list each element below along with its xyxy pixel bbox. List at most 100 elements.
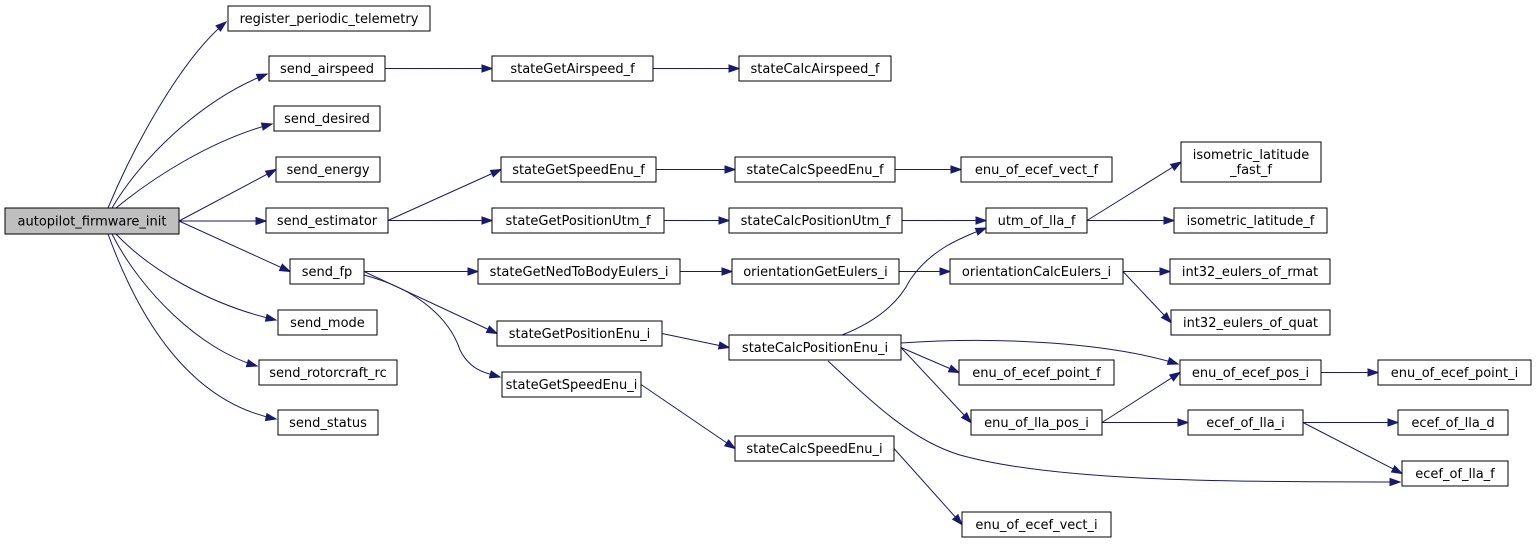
node-isometric_latitude_fast_f[interactable]: isometric_latitude_fast_f <box>1180 141 1322 183</box>
node-label: orientationGetEulers_i <box>743 265 888 280</box>
node-label: send_status <box>289 416 367 431</box>
node-box <box>1180 141 1322 183</box>
node-ecef_of_lla_d[interactable]: ecef_of_lla_d <box>1397 409 1509 436</box>
node-box <box>265 207 389 234</box>
node-stateCalcSpeedEnu_f[interactable]: stateCalcSpeedEnu_f <box>734 156 896 183</box>
node-int32_eulers_of_rmat[interactable]: int32_eulers_of_rmat <box>1169 258 1331 285</box>
node-send_status[interactable]: send_status <box>277 409 379 436</box>
node-box <box>4 207 180 235</box>
node-label: autopilot_firmware_init <box>18 215 167 230</box>
node-label: send_desired <box>284 112 370 127</box>
node-box <box>1173 207 1328 234</box>
edge-stateGetAirspeed_f-to-stateCalcAirspeed_f <box>653 64 741 73</box>
node-box <box>1401 460 1509 487</box>
node-stateCalcPositionUtm_f[interactable]: stateCalcPositionUtm_f <box>728 207 903 234</box>
node-stateCalcPositionEnu_i[interactable]: stateCalcPositionEnu_i <box>728 334 902 361</box>
edge-stateGetSpeedEnu_f-to-stateCalcSpeedEnu_f <box>656 165 737 174</box>
node-ecef_of_lla_i[interactable]: ecef_of_lla_i <box>1187 409 1304 436</box>
edge-utm_of_lla_f-to-isometric_latitude_fast_f <box>1086 161 1183 221</box>
node-box <box>277 309 378 336</box>
node-box <box>728 207 903 234</box>
node-enu_of_ecef_pos_i[interactable]: enu_of_ecef_pos_i <box>1179 359 1322 386</box>
node-box <box>728 334 902 361</box>
node-stateGetSpeedEnu_i[interactable]: stateGetSpeedEnu_i <box>501 371 642 398</box>
node-label: ecef_of_lla_f <box>1415 467 1495 482</box>
node-label: int32_eulers_of_quat <box>1183 316 1318 331</box>
node-box <box>268 55 386 82</box>
edge-stateGetNedToBodyEulers_i-to-orientationGetEulers_i <box>680 267 734 276</box>
node-label: enu_of_ecef_point_i <box>1391 366 1519 381</box>
node-stateGetNedToBodyEulers_i[interactable]: stateGetNedToBodyEulers_i <box>477 258 681 285</box>
node-enu_of_ecef_point_f[interactable]: enu_of_ecef_point_f <box>958 359 1115 386</box>
node-int32_eulers_of_quat[interactable]: int32_eulers_of_quat <box>1170 309 1331 336</box>
node-box <box>491 207 665 234</box>
node-box <box>731 258 900 285</box>
node-register_periodic_telemetry[interactable]: register_periodic_telemetry <box>227 5 431 32</box>
node-orientationGetEulers_i[interactable]: orientationGetEulers_i <box>731 258 900 285</box>
node-label: send_estimator <box>277 214 378 229</box>
node-label: isometric_latitude <box>1193 148 1310 163</box>
node-box <box>961 511 1112 538</box>
node-send_estimator[interactable]: send_estimator <box>265 207 389 234</box>
node-enu_of_ecef_vect_f[interactable]: enu_of_ecef_vect_f <box>960 156 1113 183</box>
edge-ecef_of_lla_i-to-ecef_of_lla_f <box>1302 422 1404 475</box>
node-box <box>738 55 892 82</box>
node-stateCalcAirspeed_f[interactable]: stateCalcAirspeed_f <box>738 55 892 82</box>
node-label: utm_of_lla_f <box>998 214 1076 229</box>
edge-autopilot_firmware_init-to-send_mode <box>115 233 278 322</box>
node-box <box>277 409 379 436</box>
node-stateGetAirspeed_f[interactable]: stateGetAirspeed_f <box>491 55 654 82</box>
node-enu_of_ecef_vect_i[interactable]: enu_of_ecef_vect_i <box>961 511 1112 538</box>
node-utm_of_lla_f[interactable]: utm_of_lla_f <box>985 207 1088 234</box>
edge-enu_of_lla_pos_i-to-ecef_of_lla_i <box>1102 418 1190 427</box>
node-label: enu_of_ecef_point_f <box>972 366 1101 381</box>
edge-utm_of_lla_f-to-isometric_latitude_f <box>1087 216 1176 225</box>
edge-autopilot_firmware_init-to-send_desired <box>115 122 274 209</box>
node-enu_of_lla_pos_i[interactable]: enu_of_lla_pos_i <box>970 409 1103 436</box>
node-enu_of_ecef_point_i[interactable]: enu_of_ecef_point_i <box>1377 359 1532 386</box>
node-send_energy[interactable]: send_energy <box>275 156 381 183</box>
node-box <box>970 409 1103 436</box>
edge-stateGetPositionEnu_i-to-stateCalcPositionEnu_i <box>661 333 731 350</box>
edge-stateCalcPositionEnu_i-to-enu_of_ecef_pos_i <box>900 339 1180 365</box>
node-box <box>500 156 657 183</box>
edge-stateCalcSpeedEnu_i-to-enu_of_ecef_vect_i <box>893 448 964 526</box>
edges-layer <box>107 21 1404 526</box>
node-label: stateGetNedToBodyEulers_i <box>490 265 669 280</box>
edge-orientationGetEulers_i-to-orientationCalcEulers_i <box>899 267 952 276</box>
edge-autopilot_firmware_init-to-send_airspeed <box>111 73 269 209</box>
node-stateCalcSpeedEnu_i[interactable]: stateCalcSpeedEnu_i <box>734 435 895 462</box>
node-stateGetPositionUtm_f[interactable]: stateGetPositionUtm_f <box>491 207 665 234</box>
node-send_rotorcraft_rc[interactable]: send_rotorcraft_rc <box>258 359 398 386</box>
node-box <box>275 156 381 183</box>
node-box <box>1187 409 1304 436</box>
node-stateGetPositionEnu_i[interactable]: stateGetPositionEnu_i <box>496 320 663 347</box>
edge-autopilot_firmware_init-to-send_energy <box>178 168 278 222</box>
node-box <box>734 156 896 183</box>
edge-autopilot_firmware_init-to-send_rotorcraft_rc <box>111 233 259 368</box>
node-label: enu_of_lla_pos_i <box>984 416 1089 431</box>
node-box <box>258 359 398 386</box>
node-box <box>1170 309 1331 336</box>
node-ecef_of_lla_f[interactable]: ecef_of_lla_f <box>1401 460 1509 487</box>
node-label: stateCalcSpeedEnu_i <box>746 442 882 457</box>
node-send_fp[interactable]: send_fp <box>289 258 365 285</box>
node-stateGetSpeedEnu_f[interactable]: stateGetSpeedEnu_f <box>500 156 657 183</box>
node-label: stateCalcSpeedEnu_f <box>746 163 884 178</box>
node-send_mode[interactable]: send_mode <box>277 309 378 336</box>
node-label: stateCalcAirspeed_f <box>751 62 880 77</box>
node-label: isometric_latitude_f <box>1187 214 1315 229</box>
node-send_desired[interactable]: send_desired <box>273 105 381 132</box>
node-orientationCalcEulers_i[interactable]: orientationCalcEulers_i <box>949 258 1124 285</box>
edge-stateCalcPositionEnu_i-to-ecef_of_lla_f <box>827 360 1402 487</box>
node-label: send_airspeed <box>280 62 374 77</box>
edge-autopilot_firmware_init-to-send_status <box>107 233 278 422</box>
node-box <box>496 320 663 347</box>
node-isometric_latitude_f[interactable]: isometric_latitude_f <box>1173 207 1328 234</box>
node-label: register_periodic_telemetry <box>240 12 419 27</box>
node-send_airspeed[interactable]: send_airspeed <box>268 55 386 82</box>
node-box <box>1179 359 1322 386</box>
node-autopilot_firmware_init[interactable]: autopilot_firmware_init <box>4 207 180 235</box>
edge-stateGetPositionUtm_f-to-stateCalcPositionUtm_f <box>664 216 731 225</box>
node-box <box>1377 359 1532 386</box>
